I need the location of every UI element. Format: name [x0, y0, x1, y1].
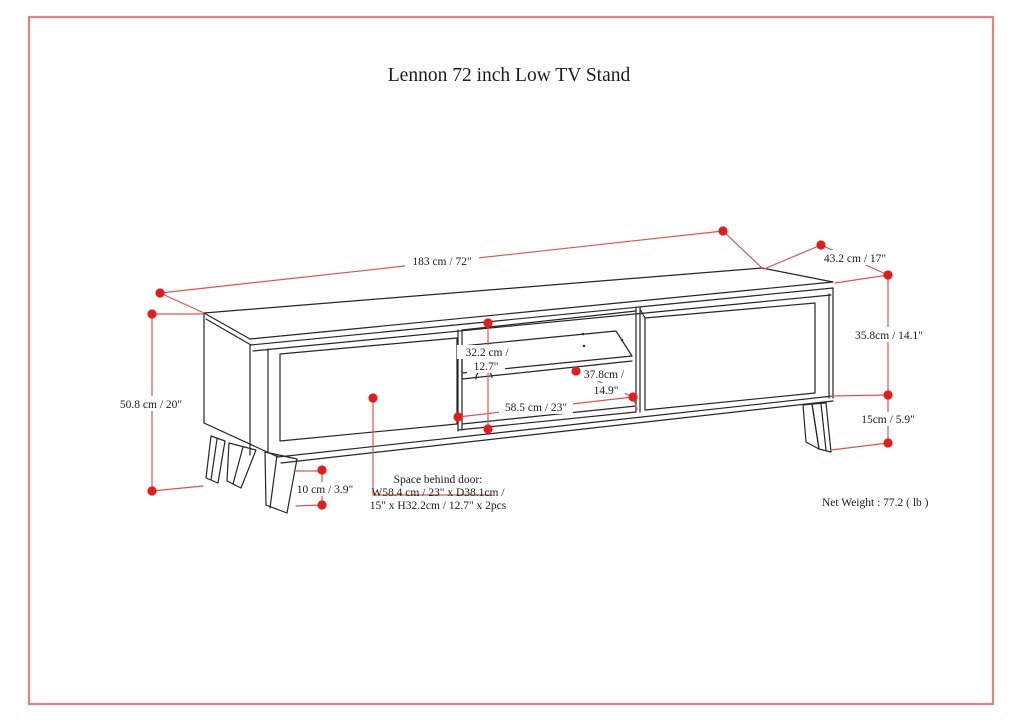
dim-interior-height-label-1: 32.2 cm /	[465, 347, 509, 359]
left-door	[279, 337, 458, 442]
top-panel	[203, 267, 834, 340]
cabinet-drawing	[203, 267, 834, 514]
left-side-panel	[203, 312, 279, 458]
door-space-label-1: Space behind door:	[394, 474, 483, 486]
dim-interior-height-label-2: 12.7"	[474, 361, 499, 373]
net-weight-label: Net Weight : 77.2 ( lb )	[822, 497, 929, 509]
shelf-pin-holes	[581, 332, 624, 348]
door-space-label-2: W58.4 cm / 23" x D38.1cm /	[371, 487, 505, 499]
dimension-marker-dots	[147, 226, 893, 510]
dim-right-leg-label: 15cm / 5.9"	[861, 414, 915, 426]
dim-length-label: 183 cm / 72"	[412, 256, 471, 268]
right-door	[644, 302, 816, 411]
dim-interior-depth-label-1: 37.8cm /	[584, 369, 625, 381]
label-backings	[115, 250, 929, 496]
page-border	[27, 15, 995, 706]
door-space-leader	[372, 397, 493, 496]
page-title: Lennon 72 inch Low TV Stand	[388, 65, 631, 86]
dim-interior-depth-label-2: 14.9"	[594, 385, 619, 397]
dimension-labels: 183 cm / 72" 43.2 cm / 17" 35.8cm / 14.1…	[120, 253, 923, 512]
dim-overall-height-label: 50.8 cm / 20"	[120, 399, 182, 411]
dim-cabinet-height-label: 35.8cm / 14.1"	[855, 330, 923, 342]
dim-front-leg-label: 10 cm / 3.9"	[297, 484, 353, 496]
dim-interior-width-label: 58.5 cm / 23"	[505, 402, 567, 414]
door-space-label-3: 15" x H32.2cm / 12.7" x 2pcs	[370, 500, 507, 512]
dim-depth-label: 43.2 cm / 17"	[824, 253, 886, 265]
legs	[205, 402, 832, 514]
bottom-rail	[277, 395, 834, 458]
dimension-lines	[151, 230, 889, 507]
